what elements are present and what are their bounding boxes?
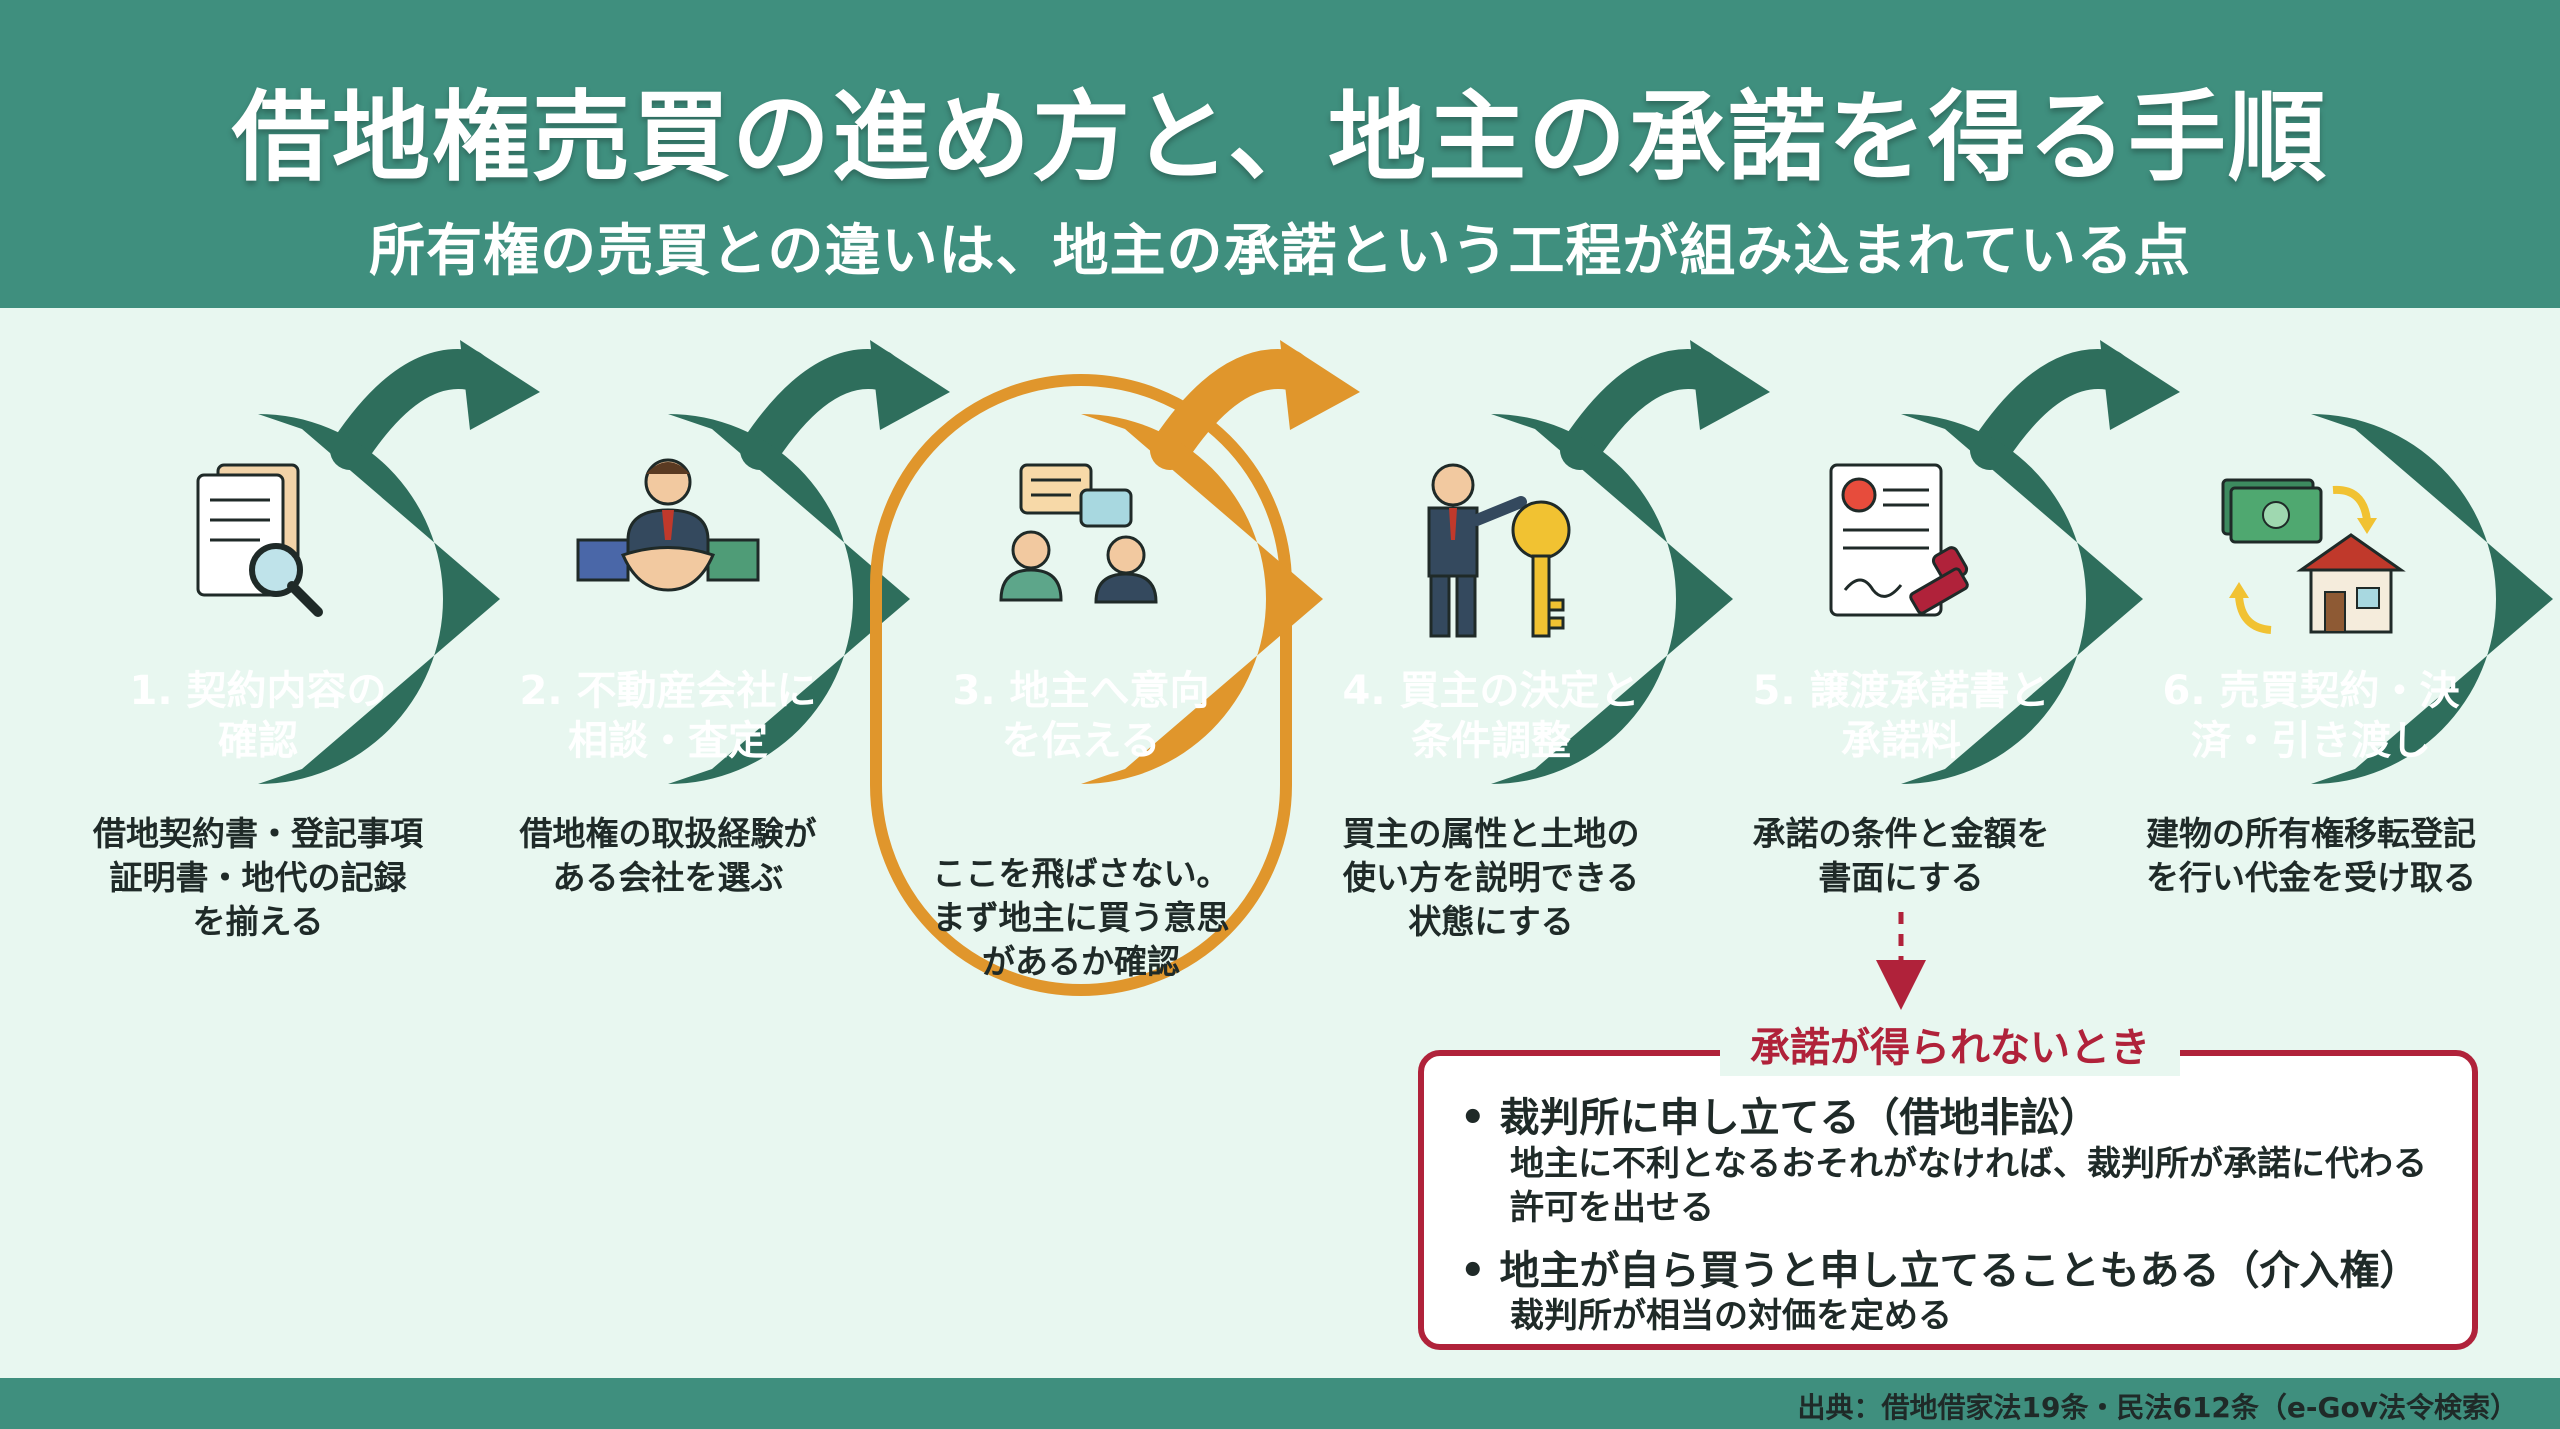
handshake-icon [576, 458, 760, 592]
conversation-icon [999, 463, 1158, 604]
warning-title: 承諾が得られないとき [1720, 1020, 2180, 1076]
warning-item-1-head: • 裁判所に申し立てる（借地非訟） [1460, 1095, 2100, 1141]
warning-item-2-desc: 裁判所が相当の対価を定める [1510, 1296, 1952, 1336]
step-3-desc: ここを飛ばさない。 まず地主に買う意思 があるか確認 [932, 854, 1230, 981]
step-5-title: 5. 譲渡承諾書と 承諾料 [1752, 668, 2050, 764]
contract-stamp-icon [1829, 463, 1969, 617]
warning-box [1418, 1050, 2478, 1350]
step-2-title: 2. 不動産会社に 相談・査定 [519, 668, 817, 764]
step-4-desc: 買主の属性と土地の 使い方を説明できる 状態にする [1342, 814, 1640, 941]
step-2-node [668, 340, 950, 784]
step-1-desc: 借地契約書・登記事項 証明書・地代の記録 を揃える [93, 814, 423, 941]
step-1-title: 1. 契約内容の 確認 [129, 668, 387, 764]
step-3-node [1081, 340, 1360, 784]
step-6-desc: 建物の所有権移転登記 を行い代金を受け取る [2146, 814, 2476, 897]
footer-bar [0, 1378, 2560, 1429]
step-3-title: 3. 地主へ意向 を伝える [952, 668, 1210, 764]
step-6-title: 6. 売買契約・決 済・引き渡し [2162, 668, 2460, 764]
step-1-node [258, 340, 540, 784]
step-2-desc: 借地権の取扱経験が ある会社を選ぶ [519, 814, 817, 897]
highlight-ring [870, 374, 1292, 996]
warning-item-1-desc: 地主に不利となるおそれがなければ、裁判所が承諾に代わる 許可を出せる [1510, 1144, 2427, 1228]
step-6-node [2311, 414, 2553, 784]
key-presenter-icon [1427, 463, 1571, 638]
step-4-node [1491, 340, 1770, 784]
money-house-exchange-icon [2221, 478, 2406, 634]
document-search-icon [196, 463, 323, 617]
page-title: 借地権売買の進め方と、地主の承諾を得る手順 [231, 81, 2329, 195]
page-subtitle: 所有権の売買との違いは、地主の承諾という工程が組み込まれている点 [369, 219, 2191, 284]
step-4-title: 4. 買主の決定と 条件調整 [1342, 668, 1640, 764]
source-citation: 出典：借地借家法19条・民法612条（e-Gov法令検索） [1797, 1391, 2519, 1424]
header-banner [0, 0, 2560, 308]
step-5-node [1901, 340, 2180, 784]
warning-item-2-head: • 地主が自ら買うと申し立てることもある（介入権） [1460, 1248, 2420, 1294]
step-5-desc: 承諾の条件と金額を 書面にする [1752, 814, 2050, 897]
